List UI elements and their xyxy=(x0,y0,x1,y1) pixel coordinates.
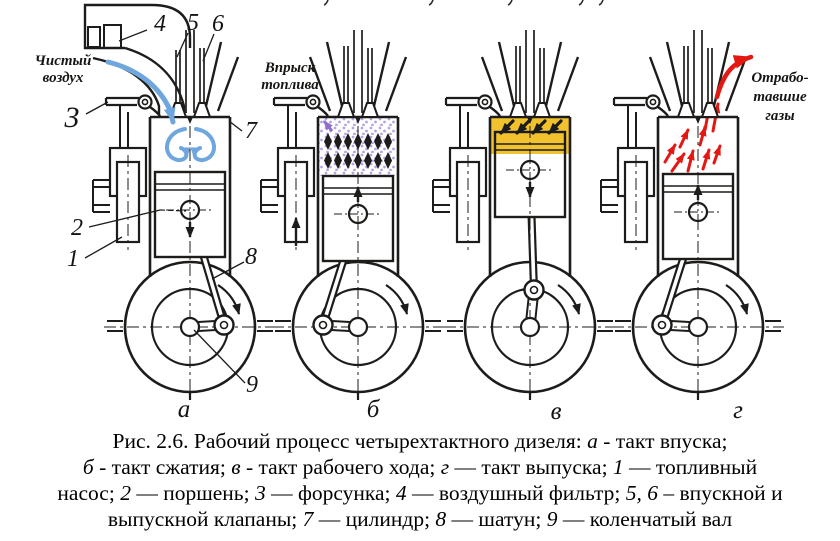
part-label-6: 6 xyxy=(212,11,224,37)
caption-line-4: выпускной клапаны; 7 — цилиндр; 8 — шату… xyxy=(107,507,733,531)
intake-valve xyxy=(676,102,696,118)
engine-b xyxy=(260,30,444,400)
clean-air-flow-arrow xyxy=(105,59,176,125)
exhaust-gases-line2: тавшие xyxy=(753,89,807,105)
injector-and-fuel-pump xyxy=(260,94,329,250)
exhaust-gases-line1: Отрабо- xyxy=(751,70,809,86)
rotation-arrow xyxy=(217,284,241,315)
injector-tip xyxy=(695,117,701,124)
fuel-injection-line1: Впрыск xyxy=(264,60,316,76)
exhaust-arrow xyxy=(663,143,677,164)
exhaust-arrow xyxy=(686,149,695,173)
ports-and-valve-stems xyxy=(480,30,580,113)
injector-and-fuel-pump xyxy=(92,94,161,250)
ports-and-valve-stems xyxy=(648,30,748,113)
intake-valve xyxy=(508,102,528,118)
cylinder xyxy=(488,102,572,277)
stroke-letter-б: б xyxy=(367,396,381,423)
caption-line-3: насос; 2 — поршень; 3 — форсунка; 4 — во… xyxy=(57,481,783,505)
intake-pipe xyxy=(92,46,186,114)
injector-tip xyxy=(187,117,193,124)
rotation-arrow xyxy=(557,284,581,315)
cylinder xyxy=(656,102,740,277)
rotation-arrow xyxy=(385,284,409,315)
fuel-injection-label: Впрыск топлива xyxy=(253,60,327,94)
injector-and-fuel-pump xyxy=(600,94,669,250)
exhaust-exit-arrow xyxy=(714,54,754,100)
exhaust-arrow xyxy=(678,128,690,149)
engine-a xyxy=(83,3,276,400)
exhaust-gases-line3: газы xyxy=(765,108,795,124)
part-label-9: 9 xyxy=(246,372,258,398)
fuel-injection-line2: топлива xyxy=(261,77,319,93)
ports-and-valve-stems xyxy=(308,30,408,113)
fuel-spray-arrow xyxy=(322,120,334,132)
exhaust-arrow xyxy=(670,152,686,173)
part-label-5: 5 xyxy=(187,10,199,36)
stroke-letter-в: в xyxy=(551,398,562,424)
air-filter xyxy=(83,3,192,50)
chamber-intake xyxy=(165,127,216,163)
part-label-3: 3 xyxy=(64,101,80,134)
intake-valve xyxy=(336,102,356,118)
part-label-8: 8 xyxy=(245,244,257,270)
stroke-letter-а: а xyxy=(178,396,191,423)
stroke-letter-г: г xyxy=(733,397,743,424)
caption-line-1: Рис. 2.6. Рабочий процесс четырехтактног… xyxy=(112,429,728,453)
part-label-1: 1 xyxy=(67,246,79,272)
exhaust-arrow xyxy=(701,148,711,171)
exhaust-gases-label: Отрабо- тавшие газы xyxy=(741,69,819,126)
part-label-7: 7 xyxy=(245,118,258,144)
injector-tip xyxy=(355,117,361,124)
clean-air-line1: Чистый xyxy=(34,53,92,69)
ports-and-valve-stems xyxy=(175,30,240,113)
caption-line-2: б - такт сжатия; в - такт рабочего хода;… xyxy=(82,455,758,479)
part-label-4: 4 xyxy=(154,11,166,37)
air-swirl-arrow xyxy=(190,127,216,163)
clean-air-label: Чистый воздух xyxy=(24,53,102,87)
engine-g xyxy=(600,30,784,400)
cropped-text-fragments xyxy=(323,0,604,6)
rotation-arrow xyxy=(725,284,749,315)
injector-and-fuel-pump xyxy=(432,94,501,250)
engine-v xyxy=(432,30,616,400)
exhaust-valve xyxy=(700,102,720,118)
exhaust-arrow xyxy=(712,144,722,165)
exhaust-valve xyxy=(192,102,212,118)
clean-air-line2: воздух xyxy=(42,70,84,86)
injector-tip xyxy=(527,117,533,124)
exhaust-valve xyxy=(360,102,380,118)
part-label-2: 2 xyxy=(71,215,83,241)
exhaust-valve xyxy=(532,102,552,118)
air-swirl-arrow xyxy=(165,127,191,163)
cylinder xyxy=(316,102,400,277)
cylinder xyxy=(148,102,232,277)
figure-caption: Рис. 2.6. Рабочий процесс четырехтактног… xyxy=(0,428,840,532)
